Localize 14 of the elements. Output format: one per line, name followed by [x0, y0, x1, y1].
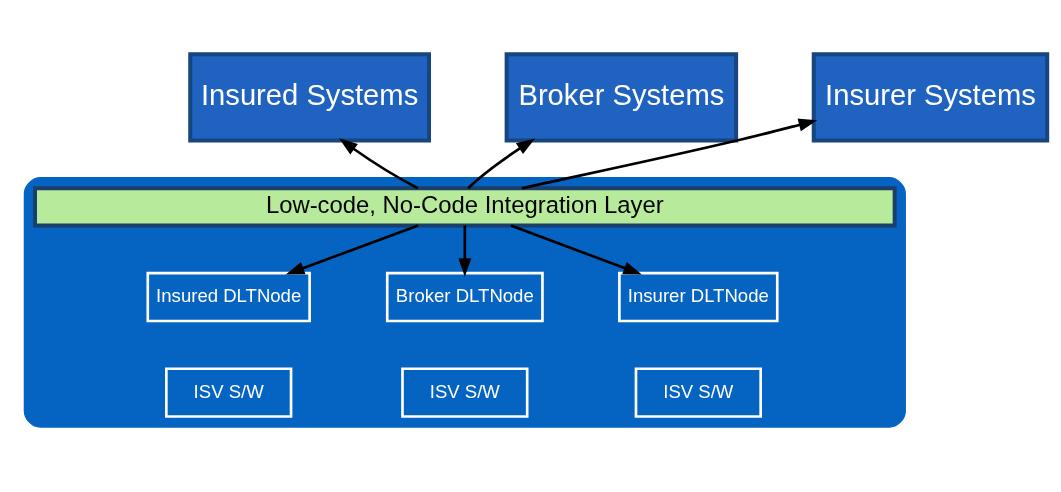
node-box: Insurer DLTNode	[618, 271, 779, 323]
node-box: ISV S/W	[634, 367, 762, 418]
arrow	[285, 224, 419, 275]
node-box: ISV S/W	[401, 367, 529, 418]
node-box: Insured Systems	[188, 52, 431, 143]
node-box: Insurer Systems	[811, 52, 1050, 143]
node-box: Broker DLTNode	[385, 271, 544, 323]
node-box: Low-code, No-Code Integration Layer	[33, 186, 897, 228]
arrow	[510, 224, 642, 275]
node-box: Insured DLTNode	[146, 271, 311, 323]
node-box: Broker Systems	[504, 52, 739, 143]
cluster	[23, 177, 906, 428]
node-box: ISV S/W	[165, 367, 293, 418]
arrow	[458, 225, 472, 277]
